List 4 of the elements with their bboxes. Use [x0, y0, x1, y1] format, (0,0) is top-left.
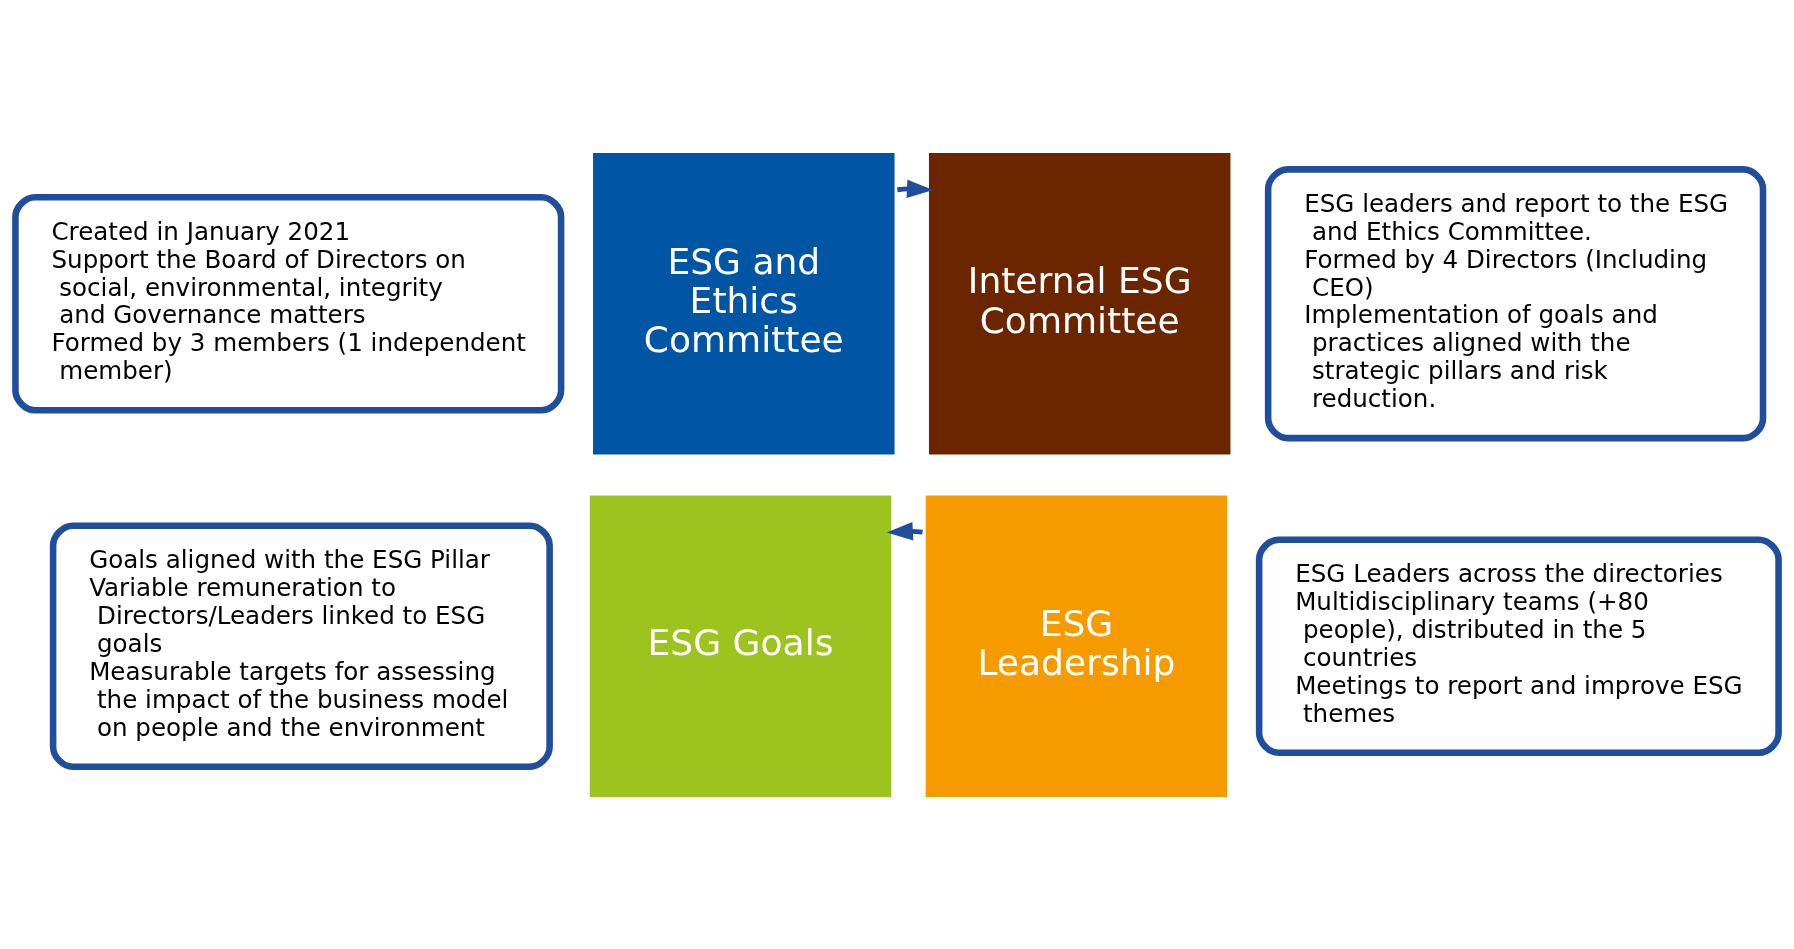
node-box: Goals aligned with the ESG Pillar Variable remuneration to Directors/Leaders linked to ESG goals Measurable targets for assessing the impact of the business model on people and the environment — [49, 522, 553, 770]
node-box: ESG leaders and report to the ESG and Ethics Committee. Formed by 4 Directors (Including CEO) Implementation of goals and practices aligned with the strategic pillars and risk reduction. — [1264, 165, 1767, 441]
node-box: Created in January 2021 Support the Board of Directors on social, environmental, integrity and Governance matters Formed by 3 members (1 independent member) — [12, 193, 565, 414]
node-box: ESG Leaders across the directories Multidisciplinary teams (+80 people), distributed in the 5 countries Meetings to report and improve ESG themes — [1255, 535, 1782, 756]
